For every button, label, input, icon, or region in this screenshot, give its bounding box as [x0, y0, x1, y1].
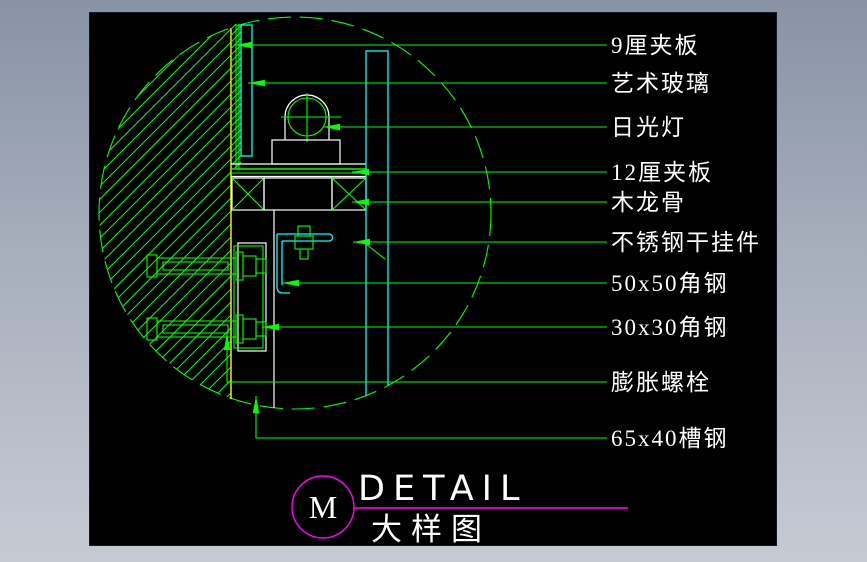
annotation-label: 膨胀螺栓 [611, 370, 711, 395]
annotation-wood-keel: 木龙骨 [352, 190, 686, 215]
annotation-label: 不锈钢干挂件 [611, 230, 761, 255]
expansion-bolt-lower [146, 314, 267, 344]
annotation-label: 50x50角钢 [611, 271, 729, 296]
front-panel-column [365, 50, 389, 397]
expansion-bolt-upper [146, 251, 267, 281]
annotation-label: 30x30角钢 [611, 315, 729, 340]
annotation-30x30-angle: 30x30角钢 [262, 315, 729, 340]
annotation-art-glass: 艺术玻璃 [248, 71, 711, 96]
annotation-label: 9厘夹板 [611, 33, 700, 58]
art-glass-strip [240, 24, 253, 157]
annotation-label: 日光灯 [611, 115, 686, 140]
wood-keel-row [231, 177, 367, 211]
annotation-50x50-angle: 50x50角钢 [282, 271, 729, 296]
detail-title-en: DETAIL [358, 469, 528, 509]
annotation-label: 65x40槽钢 [611, 426, 729, 451]
annotation-stainless-hanger: 不锈钢干挂件 [353, 230, 761, 260]
detail-bubble-letter: M [309, 489, 337, 525]
plywood-9mm-layer [231, 24, 241, 169]
plywood-12mm-shelf [231, 163, 366, 178]
annotation-label: 12厘夹板 [611, 160, 713, 185]
detail-title-zh: 大样图 [371, 512, 491, 545]
title-block: M DETAIL 大样图 [291, 469, 628, 545]
channel-steel-65x40 [233, 242, 267, 352]
drawing-canvas[interactable]: 9厘夹板 艺术玻璃 日光灯 12厘夹板 木龙骨 [90, 13, 776, 545]
annotation-9mm-plywood: 9厘夹板 [235, 33, 700, 58]
annotation-65x40-channel: 65x40槽钢 [252, 396, 729, 451]
annotation-fluorescent-lamp: 日光灯 [323, 115, 686, 140]
annotation-12mm-plywood: 12厘夹板 [352, 160, 713, 185]
wall-section-hatch [99, 17, 231, 409]
annotation-label: 木龙骨 [611, 190, 686, 215]
steel-bracket-50x50 [276, 225, 334, 294]
annotation-expansion-bolt: 膨胀螺栓 [223, 333, 711, 395]
detail-drawing: 9厘夹板 艺术玻璃 日光灯 12厘夹板 木龙骨 [98, 16, 761, 545]
annotation-label: 艺术玻璃 [611, 71, 711, 96]
fluorescent-lamp [271, 93, 341, 165]
